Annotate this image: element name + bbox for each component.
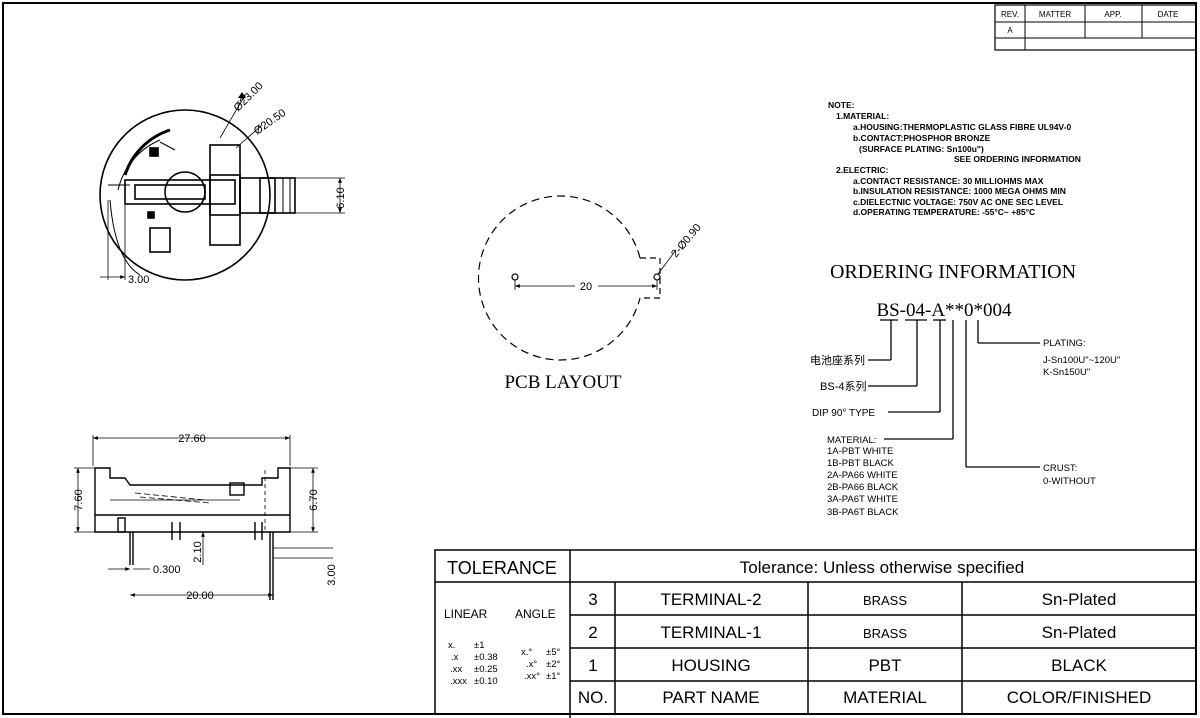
row2-part: TERMINAL-1 [660,623,761,642]
plating-options: PLATING: J-Sn100U"~120U" K-Sn150U" [1043,338,1120,378]
note-line: SEE ORDERING INFORMATION [954,154,1081,164]
note-line: b.INSULATION RESISTANCE: 1000 MEGA OHMS … [853,186,1066,196]
row1-material: PBT [868,656,901,675]
dim-top-offset: 3.00 [128,274,149,286]
material-option: 2A-PA66 WHITE [827,470,898,481]
dim-pcb-pitch: 20 [580,281,592,293]
crust-title: CRUST: [1043,463,1077,474]
row3-part: TERMINAL-2 [660,590,761,609]
dim-side-right: 3.00 [326,564,338,585]
material-option: 3B-PA6T BLACK [827,507,899,518]
plating-option: K-Sn150U" [1043,367,1090,378]
note-line: b.CONTACT:PHOSPHOR BRONZE [853,133,991,143]
svg-text:±0.38: ±0.38 [474,652,498,663]
dim-side-height-left: 7.60 [73,489,85,510]
header-part: PART NAME [662,688,759,707]
crust-options: CRUST: 0-WITHOUT [1043,463,1096,487]
top-view [99,92,345,281]
ordering-code: BS-04-A**0*004 [876,300,1012,321]
row1-finish: BLACK [1051,656,1107,675]
dim-pin-length: 2.10 [192,541,204,562]
material-option: 3A-PA6T WHITE [827,494,898,505]
ordering-title: ORDERING INFORMATION [830,261,1076,283]
row3-material: BRASS [863,593,907,608]
svg-text:.xxx: .xxx [450,676,467,687]
svg-text:±0.25: ±0.25 [474,664,498,675]
row3-no: 3 [588,590,597,609]
series-label: 电池座系列 [810,353,865,367]
app-header: APP. [1104,10,1121,19]
svg-text:x.°: x.° [521,647,532,658]
dim-inner-diameter: Ø20.50 [252,107,288,138]
svg-text:.xx°: .xx° [524,671,540,682]
material-title: MATERIAL: [827,435,876,446]
linear-tolerances: x. ±1 .x ±0.38 .xx ±0.25 .xxx ±0.10 [448,640,498,687]
note-line: (SURFACE PLATING: Sn100u") [859,144,984,154]
plating-title: PLATING: [1043,338,1086,349]
model-label: BS-4系列 [820,379,866,393]
material-options: MATERIAL: 1A-PBT WHITE 1B-PBT BLACK 2A-P… [827,435,899,518]
type-label: DIP 90° TYPE [812,408,875,419]
ordering-leaders [868,319,1040,468]
svg-text:.x°: .x° [526,659,537,670]
row2-material: BRASS [863,626,907,641]
angle-tolerances: x.° ±5° .x° ±2° .xx° ±1° [521,647,560,682]
note-line: d.OPERATING TEMPERATURE: -55°C~ +85°C [853,207,1035,217]
note-line: a.CONTACT RESISTANCE: 30 MILLIOHMS MAX [853,176,1044,186]
plating-option: J-Sn100U"~120U" [1043,355,1120,366]
linear-label: LINEAR [444,607,488,621]
svg-text:±5°: ±5° [546,647,560,658]
svg-text:±0.10: ±0.10 [474,676,498,687]
note-line: 2.ELECTRIC: [836,165,889,175]
note-line: a.HOUSING:THERMOPLASTIC GLASS FIBRE UL94… [853,122,1071,132]
svg-text:±1: ±1 [474,640,485,651]
note-line: c.DIELECTNIC VOLTAGE: 750V AC ONE SEC LE… [853,197,1063,207]
header-no: NO. [578,688,608,707]
rev-value: A [1007,26,1013,35]
material-option: 1B-PBT BLACK [827,458,895,469]
notes-title: NOTE: [828,100,855,110]
svg-text:x.: x. [448,640,455,651]
pcb-layout-title: PCB LAYOUT [504,372,621,393]
title-block [434,549,1197,718]
header-finish: COLOR/FINISHED [1007,688,1152,707]
dim-pin-thickness: 0.300 [153,564,181,576]
tolerance-note: Tolerance: Unless otherwise specified [740,558,1024,577]
row1-part: HOUSING [671,656,750,675]
material-option: 1A-PBT WHITE [827,446,893,457]
dim-side-pitch: 20.00 [186,590,214,602]
material-option: 2B-PA66 BLACK [827,482,899,493]
pcb-layout-drawing [477,195,677,361]
notes-block: NOTE: 1.MATERIAL: a.HOUSING:THERMOPLASTI… [828,100,1081,217]
note-line: 1.MATERIAL: [836,111,889,121]
row1-no: 1 [588,656,597,675]
side-view [74,435,333,600]
dim-side-length: 27.60 [178,433,206,445]
svg-text:±2°: ±2° [546,659,560,670]
row3-finish: Sn-Plated [1042,590,1117,609]
row2-no: 2 [588,623,597,642]
dim-side-height-right: 6.70 [308,489,320,510]
dim-top-height: 6.10 [335,187,347,208]
tolerance-label: TOLERANCE [447,558,557,578]
row2-finish: Sn-Plated [1042,623,1117,642]
header-material: MATERIAL [843,688,927,707]
svg-text:.x: .x [451,652,459,663]
date-header: DATE [1158,10,1179,19]
svg-text:±1°: ±1° [546,671,560,682]
svg-text:.xx: .xx [450,664,462,675]
rev-header: REV. [1001,10,1019,19]
revision-block: REV. MATTER APP. DATE A [994,4,1197,51]
matter-header: MATTER [1039,10,1072,19]
dim-outer-diameter: Ø23.00 [232,80,266,114]
dim-pcb-hole: 2-Ø0.90 [669,222,704,260]
crust-option: 0-WITHOUT [1043,476,1096,487]
parts-table: 3 TERMINAL-2 BRASS Sn-Plated 2 TERMINAL-… [578,590,1151,707]
angle-label: ANGLE [515,607,556,621]
